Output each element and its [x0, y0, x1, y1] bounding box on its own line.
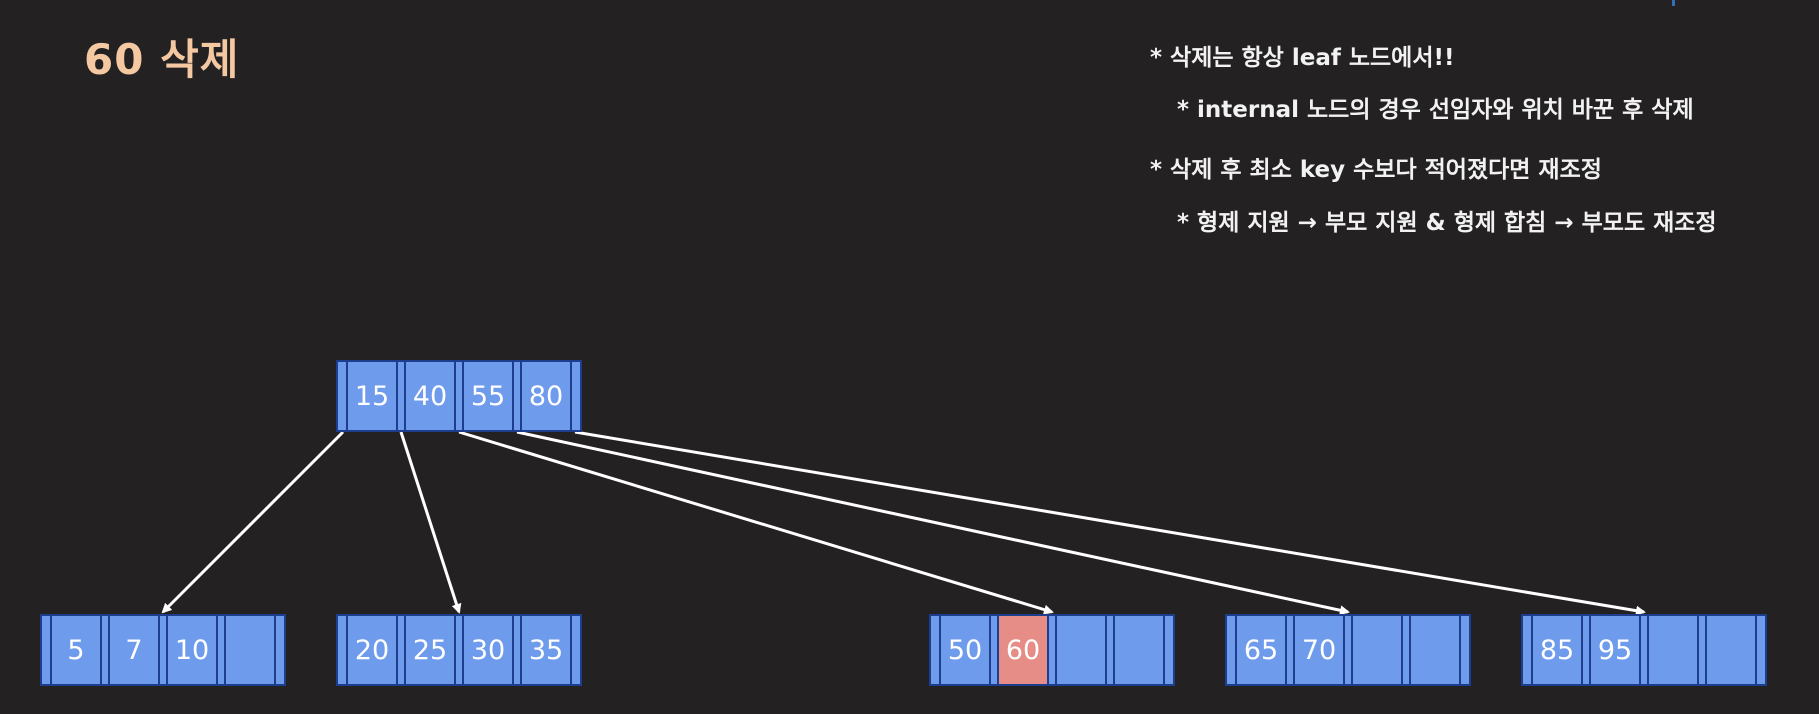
pointer-slot [216, 616, 226, 684]
pointer-slot [454, 616, 464, 684]
leaf-key [1411, 616, 1459, 684]
child-pointer [570, 362, 580, 430]
pointer-slot [512, 616, 522, 684]
leaf-key: 95 [1591, 616, 1639, 684]
pointer-slot [274, 616, 284, 684]
pointer-slot [1163, 616, 1173, 684]
root-node: 15 40 55 80 [336, 360, 582, 432]
leaf-key: 85 [1533, 616, 1581, 684]
leaf-key [1707, 616, 1755, 684]
child-pointer [338, 362, 348, 430]
leaf-key [1057, 616, 1105, 684]
child-pointer [396, 362, 406, 430]
edge-root-to-leaf-1 [399, 431, 462, 614]
pointer-slot [1697, 616, 1707, 684]
leaf-key: 5 [52, 616, 100, 684]
leaf-node: 50 60 [929, 614, 1175, 686]
pointer-slot [338, 616, 348, 684]
leaf-key: 30 [464, 616, 512, 684]
leaf-key: 65 [1237, 616, 1285, 684]
pointer-slot [1343, 616, 1353, 684]
corner-marker [1672, 0, 1675, 6]
edge-root-to-leaf-2 [458, 430, 1054, 615]
pointer-slot [1581, 616, 1591, 684]
leaf-key: 10 [168, 616, 216, 684]
leaf-key: 20 [348, 616, 396, 684]
pointer-slot [1401, 616, 1411, 684]
leaf-node: 85 95 [1521, 614, 1767, 686]
pointer-slot [1639, 616, 1649, 684]
pointer-slot [1755, 616, 1765, 684]
root-key: 80 [522, 362, 570, 430]
pointer-slot [570, 616, 580, 684]
leaf-key [226, 616, 274, 684]
note-2: * internal 노드의 경우 선임자와 위치 바꾼 후 삭제 [1177, 97, 1694, 123]
pointer-slot [1285, 616, 1295, 684]
leaf-key [1353, 616, 1401, 684]
child-pointer [512, 362, 522, 430]
pointer-slot [42, 616, 52, 684]
pointer-slot [1105, 616, 1115, 684]
pointer-slot [1459, 616, 1469, 684]
child-pointer [454, 362, 464, 430]
pointer-slot [931, 616, 941, 684]
leaf-key [1115, 616, 1163, 684]
leaf-node: 20 25 30 35 [336, 614, 582, 686]
note-3: * 삭제 후 최소 key 수보다 적어졌다면 재조정 [1150, 157, 1602, 183]
note-1: * 삭제는 항상 leaf 노드에서!! [1150, 45, 1455, 71]
leaf-key: 7 [110, 616, 158, 684]
note-4: * 형제 지원 → 부모 지원 & 형제 합침 → 부모도 재조정 [1177, 210, 1717, 236]
pointer-slot [1227, 616, 1237, 684]
leaf-key: 25 [406, 616, 454, 684]
leaf-key: 35 [522, 616, 570, 684]
page-title: 60 삭제 [84, 35, 240, 84]
leaf-node: 5 7 10 [40, 614, 286, 686]
pointer-slot [1523, 616, 1533, 684]
root-key: 15 [348, 362, 396, 430]
edge-root-to-leaf-4 [574, 430, 1646, 616]
pointer-slot [1047, 616, 1057, 684]
pointer-slot [396, 616, 406, 684]
leaf-key: 50 [941, 616, 989, 684]
leaf-key: 70 [1295, 616, 1343, 684]
pointer-slot [100, 616, 110, 684]
root-key: 40 [406, 362, 454, 430]
edge-root-to-leaf-0 [161, 430, 345, 614]
edge-root-to-leaf-3 [516, 430, 1350, 616]
pointer-slot [158, 616, 168, 684]
pointer-slot [989, 616, 999, 684]
leaf-key [1649, 616, 1697, 684]
deleted-key: 60 [999, 616, 1047, 684]
leaf-node: 65 70 [1225, 614, 1471, 686]
root-key: 55 [464, 362, 512, 430]
